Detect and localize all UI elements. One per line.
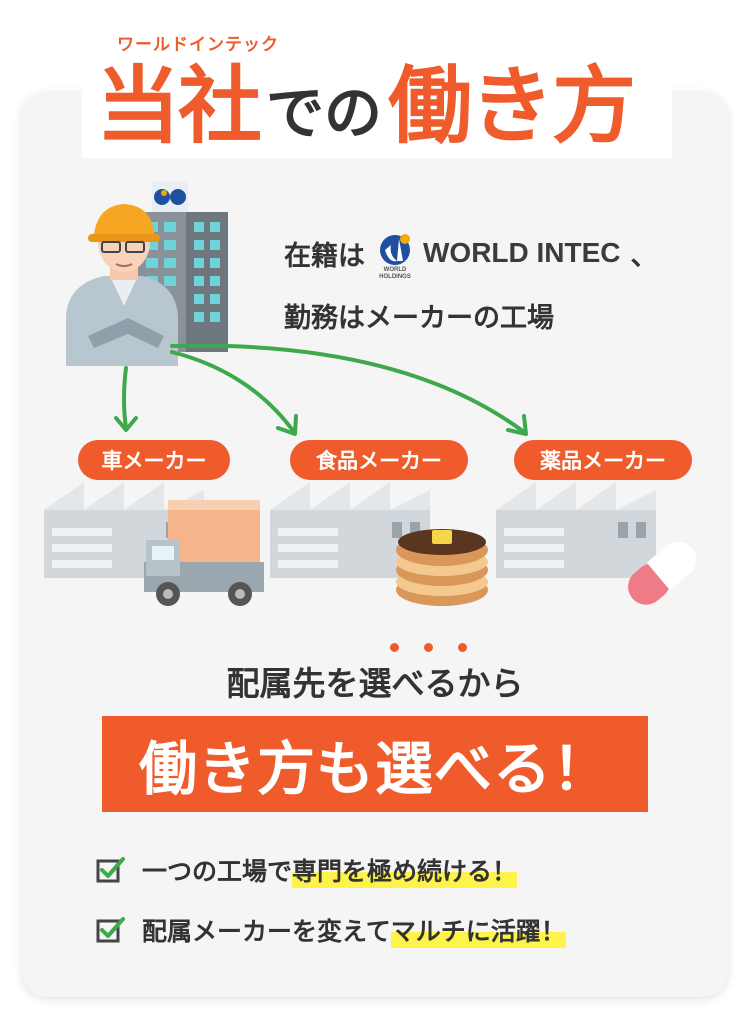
list-item-text: 一つの工場で [142, 857, 293, 886]
world-intec-logo-text: WORLD INTEC [423, 237, 621, 268]
maker-label-food: 食品メーカー [290, 440, 468, 480]
headline-banner: 働き方も選べる！ [102, 716, 648, 812]
medicine-factory-illustration [496, 482, 697, 605]
list-item-highlight: マルチに活躍！ [390, 912, 566, 948]
intro-line-2: 勤務はメーカーの工場 [284, 302, 554, 334]
arrow-to-car-maker [122, 366, 128, 430]
car-factory-illustration [44, 482, 264, 606]
maker-label-medicine: 薬品メーカー [514, 440, 692, 480]
intro-line-1-suffix: 、 [630, 240, 658, 272]
page-title: 当社 での 働き方 [96, 48, 636, 155]
intro-line-1: 在籍は WORLD HOLDINGS WORLD INTEC 、 [284, 222, 658, 284]
world-intec-logo: WORLD HOLDINGS [375, 233, 415, 280]
intro-text: 在籍は WORLD HOLDINGS WORLD INTEC 、 勤務はメーカー… [284, 222, 658, 346]
heading-kicker: ワールドインテック [117, 35, 279, 55]
list-item: 一つの工場で専門を極め続ける！ [96, 840, 566, 900]
benefit-list: 一つの工場で専門を極め続ける！ 配属メーカーを変えてマルチに活躍！ [96, 840, 566, 960]
food-factory-illustration [270, 482, 488, 606]
subheading: 配属先を選べるから [226, 664, 524, 703]
title-plate [82, 18, 672, 158]
checkbox-checked-icon [96, 857, 125, 883]
title-part-2: での [266, 79, 383, 147]
arrow-to-medicine-maker [170, 343, 526, 434]
list-item-text: 配属メーカーを変えて [142, 917, 391, 946]
world-intec-logo-icon [380, 233, 410, 265]
assignment-arrows [114, 343, 528, 436]
worker-illustration [66, 204, 178, 366]
maker-label-car: 車メーカー [78, 440, 230, 480]
list-item-highlight: 専門を極め続ける！ [292, 852, 518, 888]
title-part-3: 働き方 [388, 57, 636, 155]
arrow-to-food-maker [170, 350, 296, 434]
intro-line-1-prefix: 在籍は [284, 240, 365, 272]
world-intec-logo-subtext: WORLD HOLDINGS [379, 266, 411, 280]
list-item: 配属メーカーを変えてマルチに活躍！ [96, 900, 566, 960]
checkbox-checked-icon [96, 917, 125, 943]
title-part-1: 当社 [96, 57, 262, 155]
